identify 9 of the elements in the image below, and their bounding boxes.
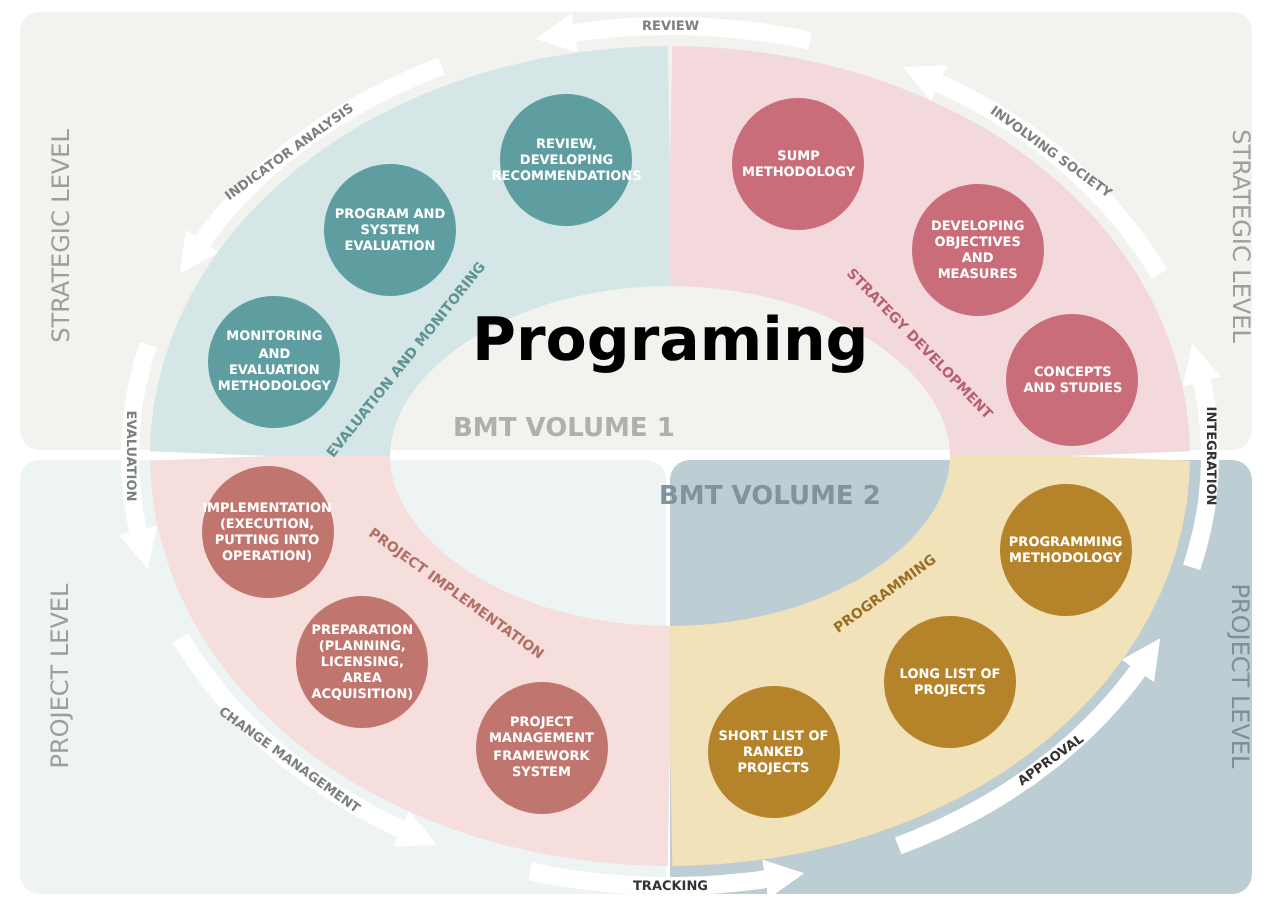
arrow <box>1182 343 1222 570</box>
level-label: STRATEGIC LEVEL <box>1225 129 1254 343</box>
level-label: BMT VOLUME 1 <box>453 413 675 443</box>
level-label: STRATEGIC LEVEL <box>45 129 74 343</box>
level-label: PROJECT LEVEL <box>1226 583 1255 769</box>
arrow <box>118 342 158 569</box>
level-label: PROJECT LEVEL <box>46 583 75 769</box>
arrow <box>528 859 805 899</box>
arrow <box>535 13 812 53</box>
